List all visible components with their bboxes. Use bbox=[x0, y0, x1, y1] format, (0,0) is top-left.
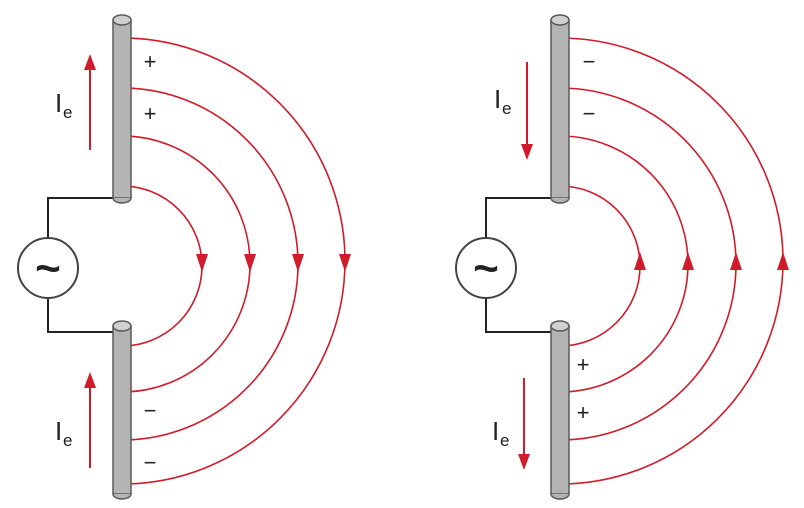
rod-end bbox=[550, 493, 570, 500]
wire-bottom bbox=[485, 296, 552, 333]
current-label: I bbox=[55, 88, 62, 118]
charge-sign: + bbox=[577, 400, 590, 425]
current-subscript: e bbox=[500, 431, 509, 450]
field-arrow bbox=[634, 252, 646, 270]
charge-sign: − bbox=[583, 49, 596, 74]
charge-sign: − bbox=[144, 450, 157, 475]
wire-top bbox=[485, 197, 552, 240]
rod-body bbox=[112, 325, 132, 495]
circuit-wire-left bbox=[47, 197, 114, 333]
field-line-2 bbox=[121, 87, 299, 441]
current-subscript: e bbox=[63, 431, 72, 450]
field-line-2 bbox=[559, 87, 737, 441]
rod-body bbox=[550, 325, 570, 495]
current-label: I bbox=[55, 416, 62, 446]
current-label-top-right: I e bbox=[494, 84, 511, 118]
current-arrow-bottom-left bbox=[84, 372, 96, 468]
field-line-4 bbox=[559, 185, 641, 347]
rod-cap bbox=[550, 14, 570, 26]
current-label-top-left: I e bbox=[55, 88, 72, 122]
ac-source-symbol: ~ bbox=[473, 244, 499, 293]
antenna-rod-bottom-right bbox=[550, 320, 570, 500]
current-arrow-head bbox=[84, 54, 96, 70]
charge-sign: + bbox=[144, 49, 157, 74]
rod-body bbox=[550, 19, 570, 199]
rod-end bbox=[112, 197, 132, 204]
current-label-bottom-left: I e bbox=[55, 416, 72, 450]
current-arrow-bottom-right bbox=[518, 378, 530, 470]
rod-cap bbox=[550, 320, 570, 332]
rod-cap bbox=[112, 320, 132, 332]
rod-end bbox=[550, 197, 570, 204]
charge-sign: − bbox=[583, 101, 596, 126]
ac-source-circle bbox=[17, 237, 79, 299]
current-arrow-top-right bbox=[521, 62, 533, 160]
current-arrow-top-left bbox=[84, 54, 96, 150]
rod-cap bbox=[112, 14, 132, 26]
current-subscript: e bbox=[63, 103, 72, 122]
charge-signs-left: + + − − bbox=[144, 49, 157, 475]
field-arrow bbox=[682, 252, 694, 270]
current-label-bottom-right: I e bbox=[492, 416, 509, 450]
field-arrow bbox=[730, 252, 742, 270]
ac-source-circle bbox=[455, 237, 517, 299]
antenna-rod-top-right bbox=[550, 14, 570, 204]
field-line-4 bbox=[121, 185, 203, 347]
current-arrow-head bbox=[518, 454, 530, 470]
ac-source-left: ~ bbox=[17, 237, 79, 299]
current-subscript: e bbox=[502, 99, 511, 118]
field-arrows-left bbox=[196, 254, 351, 272]
antenna-rod-bottom-left bbox=[112, 320, 132, 500]
field-arrows-right bbox=[634, 252, 789, 270]
charge-signs-right: − − + + bbox=[577, 49, 596, 425]
current-label: I bbox=[494, 84, 501, 114]
charge-sign: + bbox=[144, 101, 157, 126]
field-arrow bbox=[339, 254, 351, 272]
current-arrow-head bbox=[521, 144, 533, 160]
antenna-rod-top-left bbox=[112, 14, 132, 204]
current-label: I bbox=[492, 416, 499, 446]
circuit-wire-right bbox=[485, 197, 552, 333]
rod-body bbox=[112, 19, 132, 199]
field-arrow bbox=[196, 254, 208, 272]
field-arrow bbox=[292, 254, 304, 272]
field-line-3 bbox=[121, 135, 251, 393]
ac-source-symbol: ~ bbox=[35, 244, 61, 293]
panel-left: ~ + + − − I bbox=[17, 14, 351, 500]
field-arrow bbox=[244, 254, 256, 272]
charge-sign: − bbox=[144, 398, 157, 423]
wire-top bbox=[47, 197, 114, 240]
wire-bottom bbox=[47, 296, 114, 333]
panel-right: ~ − − + + I bbox=[455, 14, 789, 500]
current-arrow-head bbox=[84, 372, 96, 388]
ac-source-right: ~ bbox=[455, 237, 517, 299]
field-arrow bbox=[777, 252, 789, 270]
charge-sign: + bbox=[577, 352, 590, 377]
rod-end bbox=[112, 493, 132, 500]
